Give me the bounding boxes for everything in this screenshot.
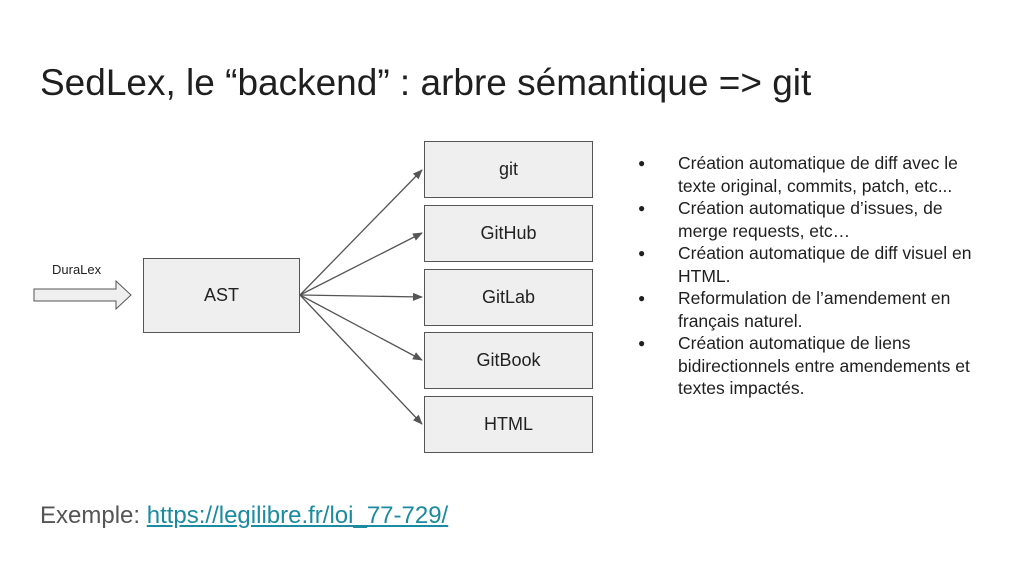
list-item: ● Reformulation de l’amendement en frança… — [634, 287, 984, 332]
connector-git — [299, 169, 423, 296]
list-item-text: Reformulation de l’amendement en françai… — [678, 288, 951, 331]
target-box-gitbook: GitBook — [424, 332, 593, 389]
connector-html — [299, 294, 423, 425]
example-line: Exemple: https://legilibre.fr/loi_77-729… — [40, 502, 448, 530]
target-label: HTML — [484, 414, 533, 434]
page-title: SedLex, le “backend” : arbre sémantique … — [40, 62, 812, 103]
ast-box: AST — [143, 258, 300, 333]
bullet-icon: ● — [638, 201, 646, 215]
connector-gitbook — [299, 294, 423, 361]
list-item: ● Création automatique de liens bidirecti… — [634, 332, 984, 400]
list-item: ● Création automatique de diff visuel en … — [634, 242, 984, 287]
list-item: ● Création automatique de diff avec le te… — [634, 152, 984, 197]
list-item-text: Création automatique de liens bidirectio… — [678, 333, 970, 398]
connector-github — [299, 232, 423, 296]
input-arrow — [33, 279, 132, 311]
example-label: Exemple: — [40, 502, 141, 529]
list-item: ● Création automatique d’issues, de merge… — [634, 197, 984, 242]
target-label: GitLab — [481, 287, 536, 307]
example-link[interactable]: https://legilibre.fr/loi_77-729/ — [146, 502, 449, 529]
bullet-icon: ● — [638, 156, 646, 170]
target-label: git — [498, 159, 518, 179]
target-box-github: GitHub — [424, 205, 593, 262]
target-box-html: HTML — [424, 396, 593, 453]
target-label: GitBook — [476, 350, 541, 370]
bullet-icon: ● — [638, 291, 646, 305]
list-item-text: Création automatique d’issues, de merge … — [678, 198, 943, 241]
bullet-icon: ● — [638, 336, 646, 350]
target-box-git: git — [424, 141, 593, 198]
bullet-icon: ● — [638, 246, 646, 260]
list-item-text: Création automatique de diff avec le tex… — [678, 153, 958, 196]
target-label: GitHub — [480, 223, 537, 243]
input-label: DuraLex — [52, 262, 102, 277]
list-item-text: Création automatique de diff visuel en H… — [678, 243, 972, 286]
feature-list: ● Création automatique de diff avec le te… — [634, 152, 984, 400]
target-box-gitlab: GitLab — [424, 269, 593, 326]
ast-label: AST — [203, 285, 239, 305]
connector-gitlab — [299, 292, 423, 301]
